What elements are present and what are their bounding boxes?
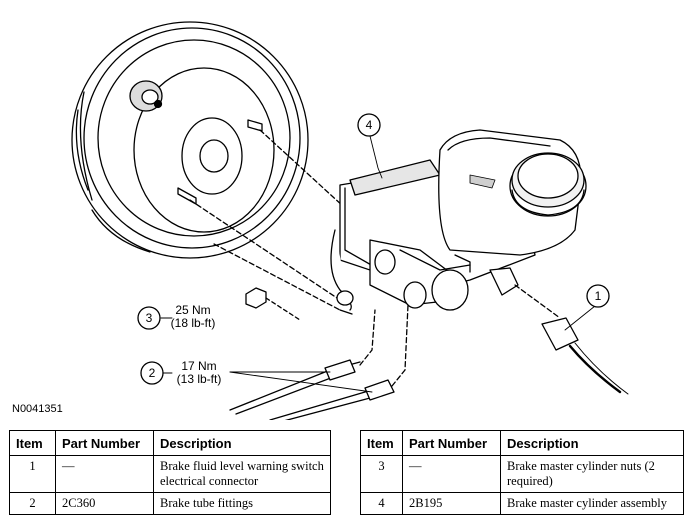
callout-2-torque-lbft: (13 lb-ft)	[177, 372, 222, 386]
table-row: 1 — Brake fluid level warning switch ele…	[9, 455, 331, 493]
header-part-number: Part Number	[402, 430, 501, 456]
header-item: Item	[360, 430, 403, 456]
cell-item: 3	[360, 455, 403, 493]
table-row: 4 2B195 Brake master cylinder assembly	[360, 492, 684, 515]
callout-3-number: 3	[146, 311, 153, 325]
parts-table-right: Item Part Number Description 3 — Brake m…	[360, 430, 684, 515]
header-description: Description	[500, 430, 684, 456]
parts-table-left: Item Part Number Description 1 — Brake f…	[9, 430, 331, 515]
cell-description: Brake master cylinder nuts (2 required)	[500, 455, 684, 493]
callout-1-number: 1	[595, 289, 602, 303]
cell-item: 2	[9, 492, 56, 515]
table-row: 2 2C360 Brake tube fittings	[9, 492, 331, 515]
callout-4-number: 4	[366, 118, 373, 132]
cell-description: Brake tube fittings	[153, 492, 331, 515]
cell-part-number: —	[402, 455, 501, 493]
callout-2-circle	[140, 361, 164, 385]
callout-4-circle	[357, 113, 381, 137]
brake-booster-icon	[71, 21, 309, 259]
callout-3-circle	[137, 306, 161, 330]
callout-1-circle	[586, 284, 610, 308]
cell-description: Brake fluid level warning switch electri…	[153, 455, 331, 493]
callout-3-torque-nm: 25 Nm	[175, 303, 210, 317]
figure-id: N0041351	[12, 403, 63, 415]
header-description: Description	[153, 430, 331, 456]
cell-description: Brake master cylinder assembly	[500, 492, 684, 515]
header-part-number: Part Number	[55, 430, 154, 456]
callout-3-torque-lbft: (18 lb-ft)	[171, 316, 216, 330]
reservoir-cap-icon	[509, 152, 587, 217]
nut-icon	[245, 287, 301, 321]
callout-2-number: 2	[149, 366, 156, 380]
header-item: Item	[9, 430, 56, 456]
brake-master-cylinder-diagram: 1 2 3 4 25 Nm (18 lb-ft) 17 Nm (13 lb-ft…	[71, 21, 629, 420]
connector-icon	[454, 254, 629, 395]
brake-tube-icon	[213, 243, 409, 420]
cell-part-number: —	[55, 455, 154, 493]
callout-2-torque-nm: 17 Nm	[181, 359, 216, 373]
cell-part-number: 2B195	[402, 492, 501, 515]
cell-part-number: 2C360	[55, 492, 154, 515]
cell-item: 1	[9, 455, 56, 493]
table-row: 3 — Brake master cylinder nuts (2 requir…	[360, 455, 684, 493]
cell-item: 4	[360, 492, 403, 515]
